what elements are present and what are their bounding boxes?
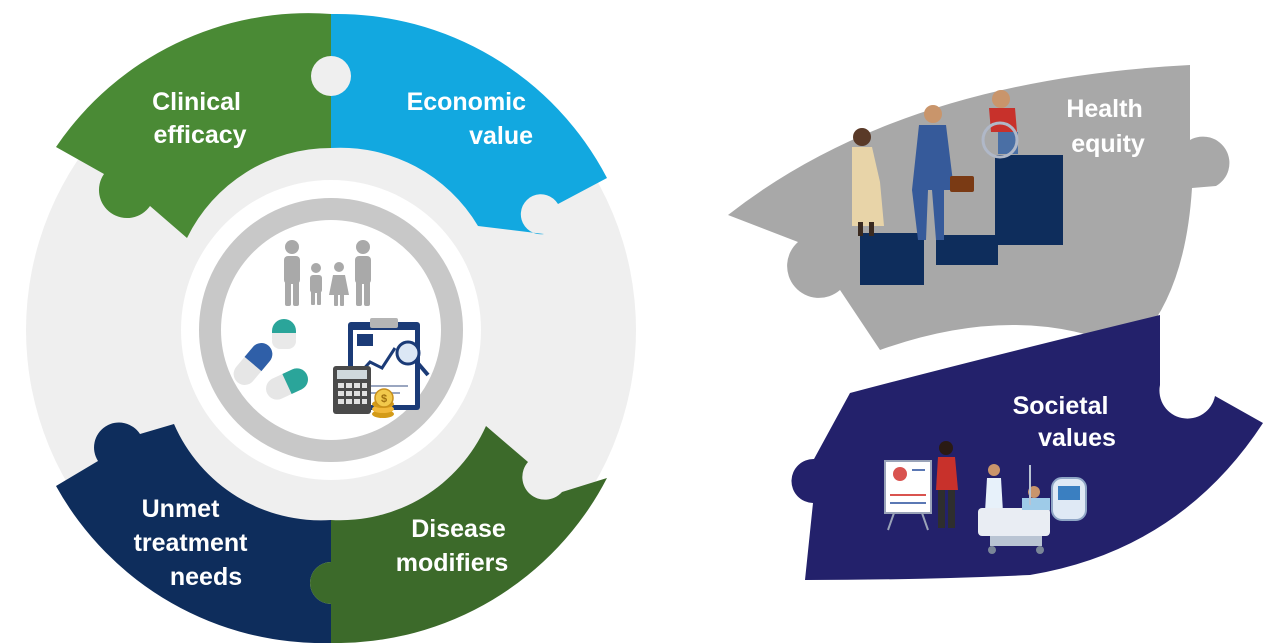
coins-icon: $ [372,388,394,418]
puzzle-piece-health-equity: Health equity [728,65,1230,350]
segment-clinical-efficacy [56,13,331,238]
svg-text:$: $ [381,393,387,405]
label-disease-modifiers: Disease modifiers [396,515,513,577]
inner-ring [199,198,463,462]
pills-icon [233,319,308,400]
label-clinical-efficacy: Clinical efficacy [152,88,248,149]
hospital-scene-illustration [884,441,1087,554]
label-health-equity: Health equity [1066,95,1149,158]
segment-disease-modifiers [310,426,607,643]
inner-disc [181,180,481,480]
family-icon [284,240,371,306]
label-unmet-treatment-needs: Unmet treatment needs [134,495,255,591]
equity-people-illustration [852,90,1063,285]
calculator-icon [333,366,371,414]
piece-health-equity-shape [728,65,1230,350]
value-wheel: Clinical efficacy Economic value Unmet t… [26,13,636,643]
segment-unmet-needs [56,422,331,643]
puzzle-piece-societal-values: Societal values [791,315,1263,580]
segment-economic-value [331,13,607,235]
label-societal-values: Societal values [1013,392,1116,452]
label-economic-value: Economic value [407,88,534,150]
